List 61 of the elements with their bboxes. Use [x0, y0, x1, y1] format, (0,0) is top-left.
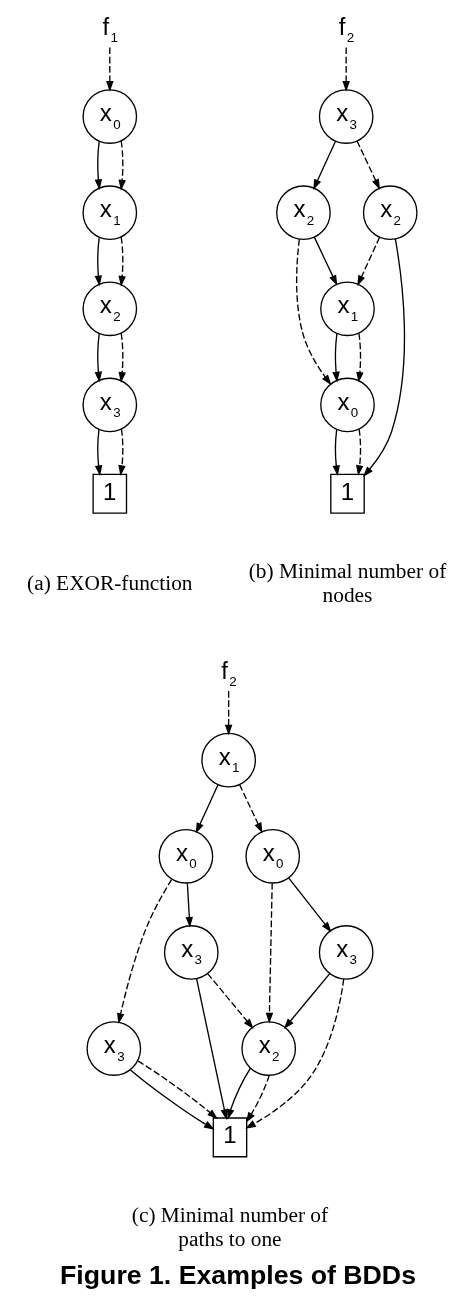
arrow — [185, 882, 194, 928]
arrow — [94, 236, 103, 287]
arrow — [118, 140, 126, 191]
arrow — [238, 783, 263, 834]
label: (a) EXOR-function — [27, 571, 193, 596]
arrow — [296, 238, 332, 386]
arrow — [118, 236, 126, 287]
arrow — [94, 333, 103, 383]
arrow — [332, 333, 340, 383]
arrow — [313, 236, 338, 286]
node-text: f$_{2}$ — [221, 656, 237, 690]
arrow — [265, 882, 274, 1024]
label: (c) Minimal number of paths to one — [131, 1202, 329, 1251]
label: (b) Minimal number of nodes — [248, 559, 447, 608]
arrow — [245, 978, 345, 1129]
arrow — [117, 878, 173, 1024]
node-circle: x$_{0}$ — [158, 828, 214, 884]
node-circle: x$_{3}$ — [86, 1021, 142, 1076]
node-circle: x$_{2}$ — [362, 185, 418, 241]
node-text: f$_{2}$ — [338, 12, 355, 46]
node-box: 1 — [330, 473, 365, 514]
arrow — [283, 972, 331, 1029]
arrow — [342, 46, 350, 92]
arrow — [356, 140, 381, 190]
arrow — [195, 784, 219, 834]
node-circle: x$_{0}$ — [82, 89, 138, 144]
arrow — [287, 877, 332, 933]
arrow — [118, 428, 126, 476]
node-box: 1 — [92, 473, 128, 514]
node-circle: x$_{2}$ — [276, 185, 331, 241]
node-circle: x$_{1}$ — [201, 732, 257, 788]
arrow — [94, 140, 103, 191]
arrow — [332, 429, 340, 477]
node-circle: x$_{0}$ — [245, 828, 301, 884]
arrow — [227, 1067, 252, 1120]
caption: Figure 1. Examples of BDDs — [60, 1259, 417, 1290]
node-box: 1 — [212, 1117, 248, 1158]
arrow — [357, 236, 381, 287]
node-circle: x$_{1}$ — [320, 281, 375, 337]
arrow — [224, 690, 233, 736]
arrow — [129, 1069, 215, 1130]
node-circle: x$_{2}$ — [82, 281, 138, 337]
arrow — [356, 332, 364, 383]
node-circle: x$_{0}$ — [320, 377, 375, 433]
node-circle: x$_{3}$ — [163, 925, 219, 980]
node-text: f$_{1}$ — [102, 12, 118, 46]
arrow — [106, 46, 114, 92]
arrow — [137, 1060, 218, 1120]
arrow — [245, 1074, 270, 1123]
arrow — [207, 972, 254, 1029]
arrow — [363, 238, 406, 478]
arrow — [195, 978, 228, 1120]
node-circle: x$_{1}$ — [82, 185, 138, 241]
arrow — [118, 332, 126, 383]
node-circle: x$_{3}$ — [82, 377, 138, 433]
arrow — [313, 140, 337, 190]
node-circle: x$_{3}$ — [318, 89, 374, 144]
node-circle: x$_{2}$ — [241, 1021, 297, 1076]
arrow — [94, 429, 103, 477]
arrow — [356, 428, 364, 476]
node-circle: x$_{3}$ — [318, 925, 374, 980]
